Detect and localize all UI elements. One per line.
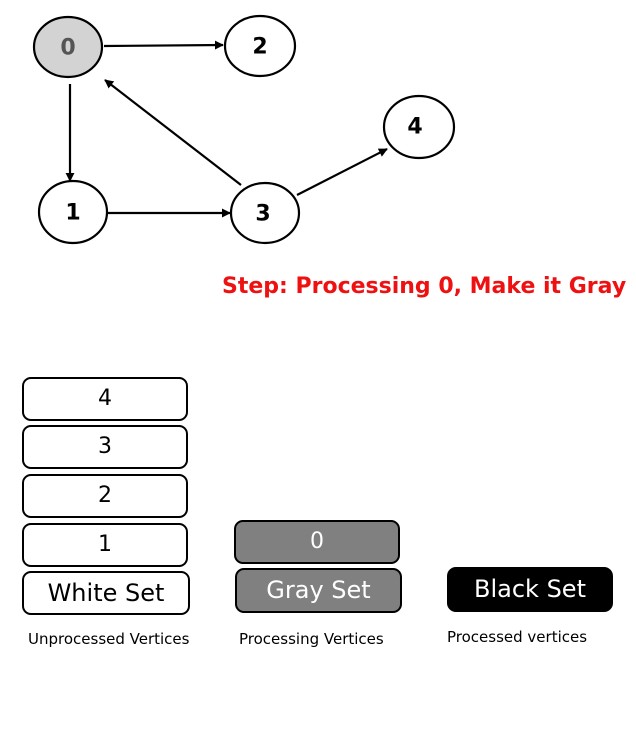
- node-1: 1: [37, 179, 109, 245]
- gray-set-item: 0: [234, 520, 400, 564]
- gray-set-caption: Processing Vertices: [239, 630, 384, 648]
- white-set-item: 3: [22, 425, 188, 469]
- edge-3-to-0: [104, 79, 242, 186]
- white-set-item: 4: [22, 377, 188, 421]
- white-set-item: 2: [22, 474, 188, 518]
- graph-diagram: 0 2 4 1 3: [32, 14, 456, 245]
- white-set-item: 1: [22, 523, 188, 567]
- node-1-label: 1: [65, 201, 80, 226]
- node-4: 4: [382, 94, 456, 160]
- white-set-caption: Unprocessed Vertices: [28, 630, 190, 648]
- edge-0-to-2: [103, 40, 224, 50]
- node-0: 0: [32, 15, 104, 79]
- node-0-label: 0: [60, 36, 75, 61]
- white-set-label: White Set: [22, 571, 190, 615]
- node-2: 2: [223, 14, 297, 78]
- black-set-caption: Processed vertices: [447, 628, 588, 646]
- step-description: Step: Processing 0, Make it Gray: [222, 274, 627, 299]
- black-set-label: Black Set: [447, 567, 613, 612]
- node-3: 3: [229, 181, 301, 245]
- gray-set-label: Gray Set: [235, 568, 402, 613]
- node-3-label: 3: [255, 202, 270, 227]
- node-2-label: 2: [252, 35, 267, 60]
- edge-3-to-4: [296, 148, 388, 196]
- node-4-label: 4: [407, 115, 422, 140]
